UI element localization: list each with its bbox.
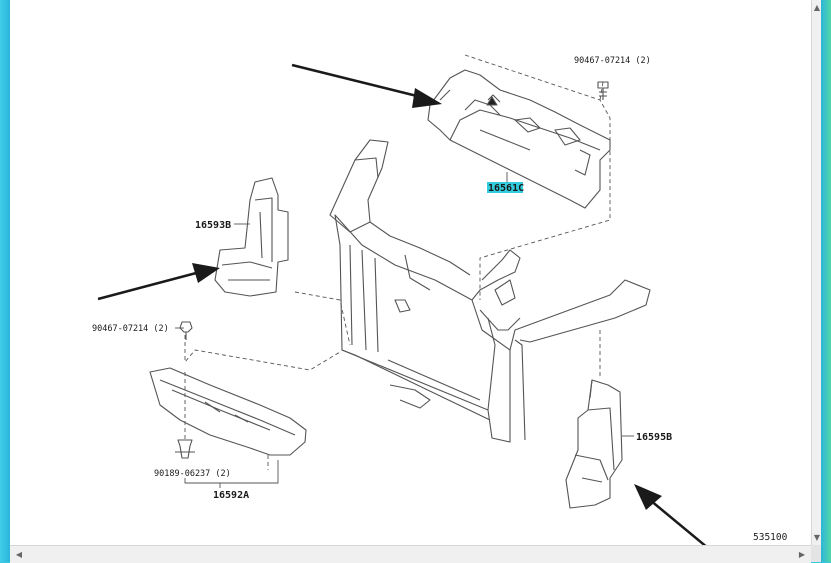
arrow-upper-icon [291,63,442,108]
label-16593b[interactable]: 16593B [195,220,231,231]
clip-bottom-icon [175,439,195,459]
vertical-scrollbar[interactable]: ▲ ▼ [811,0,822,545]
diagram-viewport: 16561C 16593B 16595B 16592A 90467-07214 … [10,0,811,545]
label-bolt-upper-right[interactable]: 90467-07214 (2) [574,56,651,66]
callout-arrows [97,63,707,545]
label-16592a[interactable]: 16592A [213,490,249,501]
label-16595b[interactable]: 16595B [636,432,672,443]
bolt-upper-right-icon [597,81,609,100]
upper-cover-16561c [427,69,611,209]
highlight-16561c [487,182,523,193]
scroll-right-icon[interactable]: ▶ [798,549,806,559]
bolt-left-icon [179,321,193,340]
window-frame-left [0,0,10,562]
scroll-up-icon[interactable]: ▲ [813,2,821,12]
scroll-left-icon[interactable]: ◀ [15,549,23,559]
scroll-down-icon[interactable]: ▼ [813,532,821,542]
triangle-marker-icon [486,96,498,106]
window-frame-right [821,0,831,562]
label-leaders [175,172,634,488]
lower-cover-16592a [149,367,307,456]
arrow-left-icon [97,263,220,301]
horizontal-scrollbar[interactable]: ◀ ▶ [10,545,811,563]
parts-diagram: 16561C 16593B 16595B 16592A 90467-07214 … [92,54,707,545]
label-bolt-left[interactable]: 90467-07214 (2) [92,324,169,334]
arrow-lower-right-icon [634,484,707,545]
label-16561c[interactable]: 16561C [488,183,524,194]
left-duct-16593b [214,177,289,297]
figure-id: 535100 [753,532,788,543]
right-duct-16595b [565,379,623,509]
radiator-support [329,139,651,443]
guide-lines [184,54,611,470]
scrollbar-corner [811,545,821,562]
label-clip-bottom[interactable]: 90189-06237 (2) [154,469,231,479]
